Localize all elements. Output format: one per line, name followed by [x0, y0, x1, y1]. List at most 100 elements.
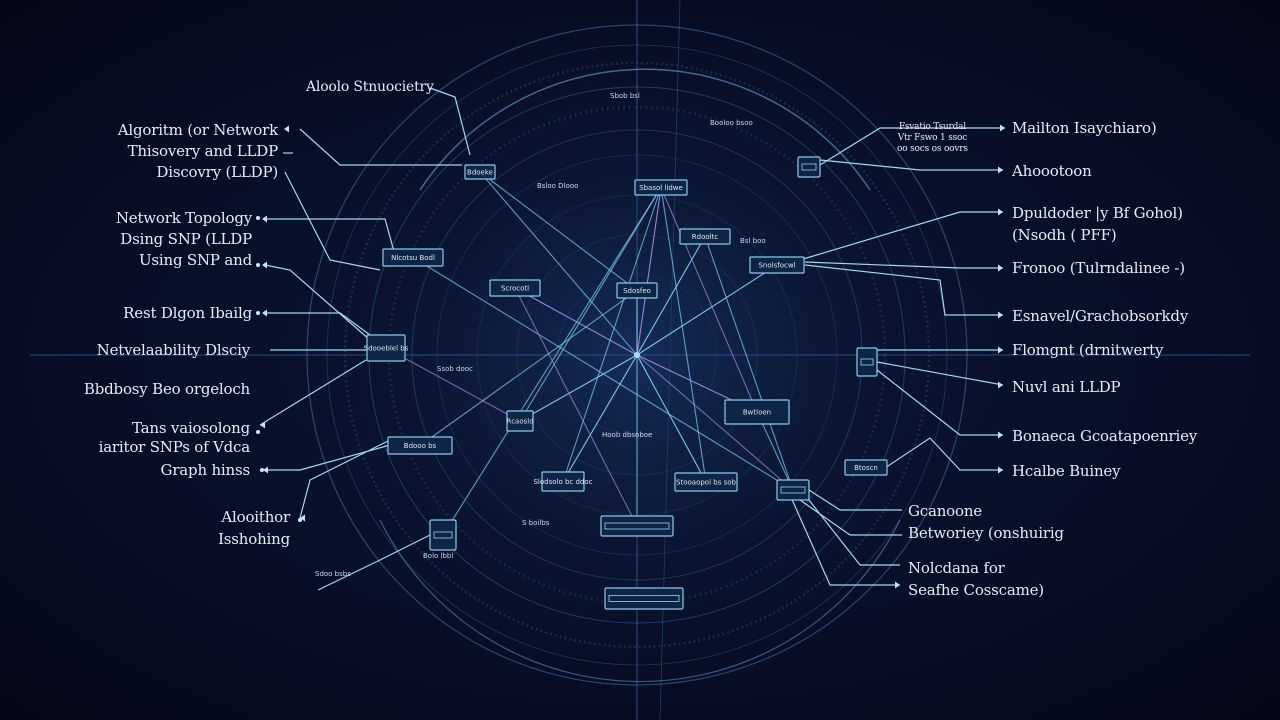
leader-right-5: [804, 264, 1003, 316]
label-left-3: Rest Dlgon Ibailg: [123, 304, 252, 322]
node-label: Btoscn: [854, 464, 878, 472]
arrow-left-11: [300, 514, 305, 522]
node-box: [679, 228, 731, 245]
leader-dot-6: [298, 518, 302, 522]
link-extra-7: [519, 187, 662, 422]
node-label: Rcaosld: [506, 418, 533, 426]
node-box: [844, 459, 888, 476]
node-n4: Sdosfeo: [616, 282, 658, 299]
node-label: Stooaopol bs sob: [676, 479, 736, 487]
node-box: [724, 399, 790, 425]
link-extra-9: [412, 257, 794, 491]
arc-highlight-top: [419, 68, 871, 191]
node-box: [366, 334, 406, 362]
node-box: [382, 248, 444, 267]
leader-right-7: [876, 361, 1004, 386]
leader-right-4: [804, 261, 1003, 269]
node-n2: Sbasol lidwe: [634, 179, 688, 196]
node-label: Bdooo bs: [404, 442, 437, 450]
icon-node-box-a: [797, 156, 821, 178]
icon-node-box-d: [429, 519, 457, 551]
label-left-2: Network Topology Dsing SNP (LLDP Using S…: [115, 209, 252, 269]
leader-right-11: [799, 499, 902, 536]
arrow-right-12: [895, 581, 900, 589]
link-extra-13: [704, 236, 794, 491]
ring-7: [436, 154, 838, 556]
leader-dot-5: [260, 468, 264, 472]
device-icon: [608, 595, 680, 602]
label-top-center: Aloolo Stnuocietry: [306, 79, 434, 95]
node-box: [506, 410, 534, 432]
node-box: [387, 436, 453, 455]
label-right-6: Flomgnt (drnitwerty: [1012, 341, 1164, 359]
arc-highlight-bottom: [379, 519, 901, 683]
arrow-left-1: [284, 125, 289, 133]
arrow-left-7: [262, 309, 267, 317]
icon-node-box-f: [604, 587, 684, 610]
node-n7: Snolsfocwl: [749, 256, 805, 274]
device-icon: [860, 358, 874, 366]
label-right-4: Fronoo (Tulrndalinee -): [1012, 259, 1185, 277]
leader-left-6: [264, 264, 371, 341]
icon-node-box-b: [856, 347, 878, 377]
label-right-1: Mailton Isaychiaro): [1012, 119, 1157, 137]
icon-node-box: [776, 479, 810, 501]
label-right-2: Ahoootoon: [1012, 162, 1092, 180]
node-n14: Btoscn: [844, 459, 888, 476]
leader-right-3: [799, 211, 1003, 261]
node-label: Rdooltc: [692, 233, 719, 241]
link-hub-n3: [636, 236, 706, 356]
node-box: [616, 282, 658, 299]
annotation-a3: Bsl boo: [740, 237, 766, 245]
link-extra-5: [660, 187, 707, 483]
leader-dot-3: [256, 311, 260, 315]
annotation-a9: Sbob bsl: [610, 92, 640, 100]
node-n13: Stooaopol bs sob: [674, 472, 738, 492]
ring-1: [306, 24, 968, 686]
arrow-right-1: [1000, 124, 1005, 132]
leader-right-12: [789, 494, 900, 586]
node-n8: Sdooeblel bs: [364, 334, 409, 362]
node-label: Nlcotsu Bodl: [391, 254, 435, 262]
node-label: Slodsolo bc ddoc: [533, 478, 592, 486]
link-extra-4: [562, 187, 662, 482]
node-n9: Rcaosld: [506, 410, 534, 432]
device-icon: [780, 486, 806, 494]
annotation-a8: Booloo bsoo: [710, 119, 753, 127]
arrow-right-5: [998, 311, 1003, 319]
arrow-right-2: [998, 166, 1003, 174]
node-box: [674, 472, 738, 492]
link-extra-10: [385, 347, 521, 422]
arrow-left-10: [263, 466, 268, 474]
leader-left-12: [317, 534, 431, 591]
icon-node-box: [856, 347, 878, 377]
center-hub-dot: [634, 352, 640, 358]
ring-2: [326, 44, 948, 666]
leader-left-10: [263, 444, 391, 471]
leader-right-9: [884, 437, 1003, 471]
label-right-10: Gcanoone Betworiey (onshuirig: [908, 502, 1064, 542]
leader-right-2: [819, 159, 1003, 171]
label-right-5: Esnavel/Grachobsorkdy: [1012, 307, 1189, 325]
link-hub-n2: [636, 187, 662, 356]
link-hub-n12: [562, 354, 638, 482]
device-icon: [801, 163, 817, 171]
leader-left-1: [299, 128, 462, 166]
arrow-left-5: [262, 215, 267, 223]
icon-node-box-e: [600, 515, 674, 537]
node-box: [464, 164, 496, 180]
link-hub-n7: [636, 264, 778, 356]
arrow-right-3: [998, 208, 1003, 216]
node-n11: Bdooo bs: [387, 436, 453, 455]
node-label: Sdooeblel bs: [364, 345, 409, 353]
label-right-8: Bonaeca Gcoatapoenriey: [1012, 427, 1198, 445]
label-left-4: Netvelaability Dlsciy: [96, 341, 251, 359]
node-box: [489, 279, 541, 297]
link-extra-12: [756, 411, 794, 491]
icon-node-box: [429, 519, 457, 551]
node-label: Bwtloen: [743, 409, 771, 417]
icon-node-box: [797, 156, 821, 178]
